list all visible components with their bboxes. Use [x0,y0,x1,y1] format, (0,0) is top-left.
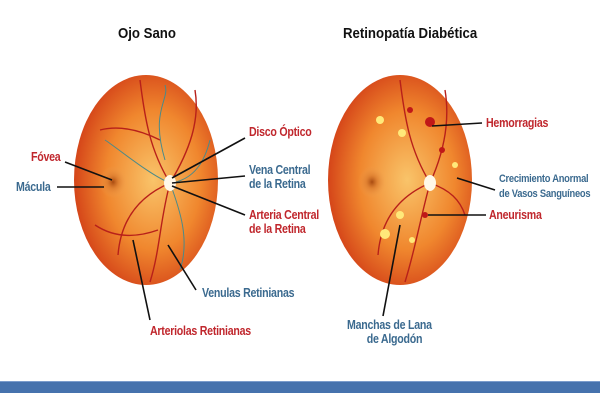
label-line: de la Retina [249,222,306,236]
label-fovea: Fóvea [31,150,61,164]
macula [99,166,127,198]
label-macula: Mácula [16,180,51,194]
healthy-eye [74,75,218,285]
label-line: de la Retina [249,177,306,191]
label-line: de Algodón [366,332,423,346]
label-optic-disc: Disco Óptico [249,125,312,139]
label-line: Arteria Central [249,208,319,222]
label-aneurysm: Aneurisma [489,208,542,222]
diabetic-eye [328,75,472,285]
diabetic-eye-title: Retinopatía Diabética [343,25,478,42]
footer-bar [0,381,600,393]
leader-lines [57,122,496,321]
label-line: Vena Central [249,163,311,177]
label-line: Crecimiento Anormal [499,173,589,185]
label-venules: Venulas Retinianas [202,286,295,300]
label-line: Manchas de Lana [347,318,432,332]
healthy-eye-title: Ojo Sano [118,25,176,42]
label-hemorrhages: Hemorragias [486,116,549,130]
label-neovascularization: Crecimiento Anormal de Vasos Sanguíneos [499,172,591,202]
label-arterioles: Arteriolas Retinianas [150,324,251,338]
label-line: de Vasos Sanguíneos [499,188,591,200]
